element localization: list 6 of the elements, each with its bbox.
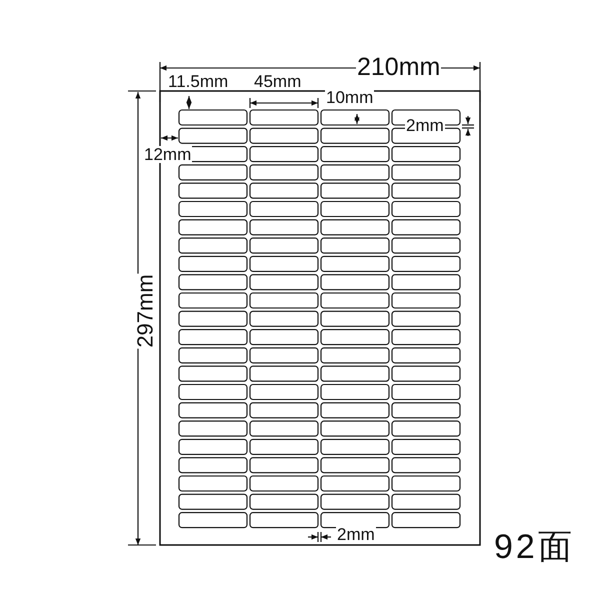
dimension-label: 10mm <box>325 89 374 106</box>
dimension-label: 12mm <box>143 146 192 163</box>
dimension-label: 45mm <box>253 73 302 90</box>
dimension-label: 11.5mm <box>167 73 230 90</box>
dimension-label: 2mm <box>405 117 445 134</box>
dimension-label: 2mm <box>336 526 376 543</box>
